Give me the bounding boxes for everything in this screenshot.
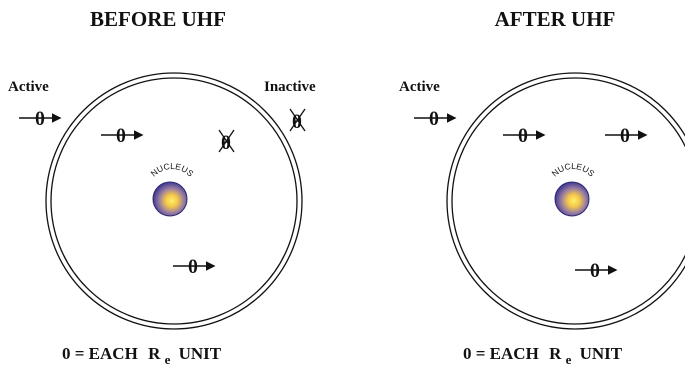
nucleus-left: NUCLEUS [149,161,196,217]
receptor-symbol: θ [620,126,630,147]
nucleus-right: NUCLEUS [550,161,597,217]
active-receptor-inside-left: θ [101,126,144,147]
receptor-symbol: θ [221,133,231,154]
receptor-symbol: θ [188,257,198,278]
before-panel: BEFORE UHF Active Inactive NUCLEUS θ θ θ [8,7,316,368]
receptor-symbol: θ [35,109,45,130]
inactive-receptor-outside: θ [289,108,306,133]
active-receptor-lower-right: θ [575,261,618,282]
cell-membrane-left [45,72,303,330]
nucleus-label-left: NUCLEUS [149,161,196,179]
legend-caption-right: 0 = EACH R e UNIT [463,344,623,368]
active-receptor-lower-left: θ [173,257,216,278]
active-label-left: Active [8,79,49,95]
receptor-symbol: θ [116,126,126,147]
active-receptor-inside-right-a: θ [503,126,546,147]
after-panel: AFTER UHF Active NUCLEUS θ θ θ [399,7,685,368]
receptor-symbol: θ [429,109,439,130]
active-receptor-outside-right: θ [414,109,457,130]
nucleus-label-right: NUCLEUS [550,161,597,179]
active-label-right: Active [399,79,440,95]
legend-caption-left: 0 = EACH R e UNIT [62,344,222,368]
receptor-symbol: θ [518,126,528,147]
cell-membrane-right [446,72,685,330]
receptor-symbol: θ [292,112,302,133]
active-receptor-inside-right-b: θ [605,126,648,147]
receptor-symbol: θ [590,261,600,282]
after-title: AFTER UHF [495,7,616,31]
inactive-receptor-inside: θ [218,129,235,154]
active-receptor-outside-left: θ [19,109,62,130]
before-title: BEFORE UHF [90,7,226,31]
inactive-label: Inactive [264,79,316,95]
